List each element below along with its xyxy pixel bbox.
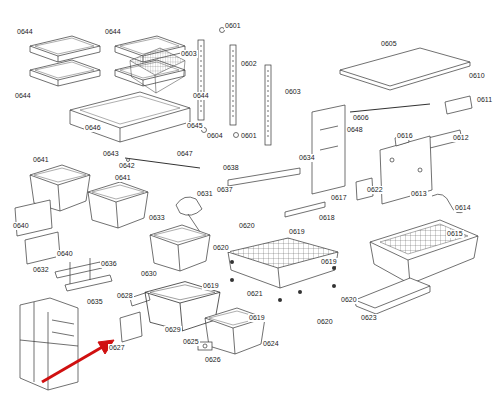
callout-number: 0624 [262, 340, 280, 348]
callout-number: 0619 [248, 314, 266, 322]
callout-number: 0631 [196, 190, 214, 198]
callout-number: 0601 [240, 132, 258, 140]
callout-number: 0617 [330, 194, 348, 202]
callout-number: 0641 [114, 174, 132, 182]
callout-number: 0647 [176, 150, 194, 158]
callout-number: 0634 [298, 154, 316, 162]
callout-number: 0629 [164, 326, 182, 334]
callout-number: 0605 [380, 40, 398, 48]
callout-number: 0635 [86, 298, 104, 306]
callout-number: 0648 [346, 126, 364, 134]
callout-number: 0603 [284, 88, 302, 96]
callout-number: 0621 [246, 290, 264, 298]
callout-number: 0619 [202, 282, 220, 290]
callout-number: 0645 [186, 122, 204, 130]
callout-number: 0604 [206, 132, 224, 140]
callout-number: 0625 [182, 338, 200, 346]
callout-number: 0630 [140, 270, 158, 278]
callout-number: 0644 [14, 92, 32, 100]
callout-number: 0618 [318, 214, 336, 222]
callout-number: 0644 [16, 28, 34, 36]
callout-number: 0614 [454, 204, 472, 212]
callout-number: 0642 [118, 162, 136, 170]
callout-number: 0619 [288, 228, 306, 236]
callout-number: 0641 [32, 156, 50, 164]
callout-number: 0640 [12, 222, 30, 230]
callout-number: 0644 [104, 28, 122, 36]
callout-number: 0643 [102, 150, 120, 158]
callout-number: 0620 [316, 318, 334, 326]
callout-number: 0638 [222, 164, 240, 172]
callout-number: 0603 [180, 50, 198, 58]
callout-number: 0626 [204, 356, 222, 364]
callout-number: 0610 [468, 72, 486, 80]
callout-number: 0620 [238, 222, 256, 230]
callout-number: 0620 [340, 296, 358, 304]
callout-number: 0601 [224, 22, 242, 30]
callout-number: 0613 [410, 190, 428, 198]
callout-number: 0637 [216, 186, 234, 194]
callout-number: 0606 [352, 114, 370, 122]
callout-number: 0636 [100, 260, 118, 268]
callout-number: 0615 [446, 230, 464, 238]
callout-number: 0616 [396, 132, 414, 140]
callout-number: 0627 [108, 344, 126, 352]
callout-number: 0640 [56, 250, 74, 258]
callout-number: 0620 [212, 244, 230, 252]
callout-number: 0611 [476, 96, 493, 104]
callout-number: 0619 [320, 258, 338, 266]
callout-number: 0623 [360, 314, 378, 322]
callout-number: 0622 [366, 186, 384, 194]
callout-number: 0646 [84, 124, 102, 132]
callout-number: 0612 [452, 134, 470, 142]
callout-number: 0628 [116, 292, 134, 300]
callout-number: 0644 [192, 92, 210, 100]
callout-number: 0602 [240, 60, 258, 68]
callout-number: 0633 [148, 214, 166, 222]
callout-number: 0632 [32, 266, 50, 274]
